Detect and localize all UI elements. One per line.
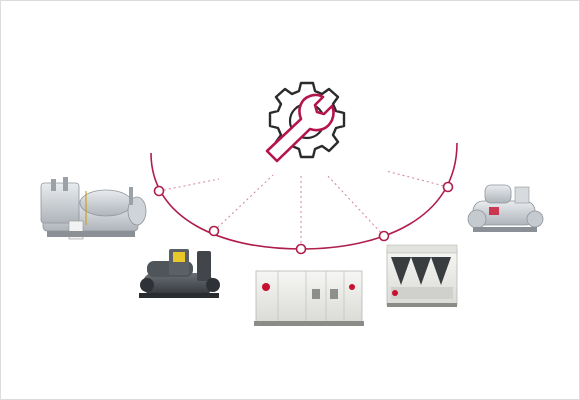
- connection-arc: [150, 142, 458, 250]
- connector-ray: [213, 174, 274, 232]
- arc-node: [153, 185, 165, 197]
- centrifugal-chiller-icon: [467, 184, 544, 232]
- connector-rays: [158, 170, 449, 248]
- absorption-chiller-icon: [40, 177, 147, 240]
- arc-node: [295, 243, 307, 255]
- connector-ray: [326, 174, 385, 237]
- air-cooled-chiller-icon: [386, 244, 458, 307]
- gear-wrench-icon: [265, 81, 346, 163]
- connector-ray: [385, 170, 449, 188]
- arc-node: [442, 181, 454, 193]
- air-handling-unit-icon: [254, 270, 364, 326]
- arc-nodes: [153, 181, 454, 255]
- screw-chiller-icon: [139, 249, 220, 298]
- arc-node: [208, 225, 220, 237]
- connector-ray: [158, 178, 220, 192]
- arc-node: [378, 230, 390, 242]
